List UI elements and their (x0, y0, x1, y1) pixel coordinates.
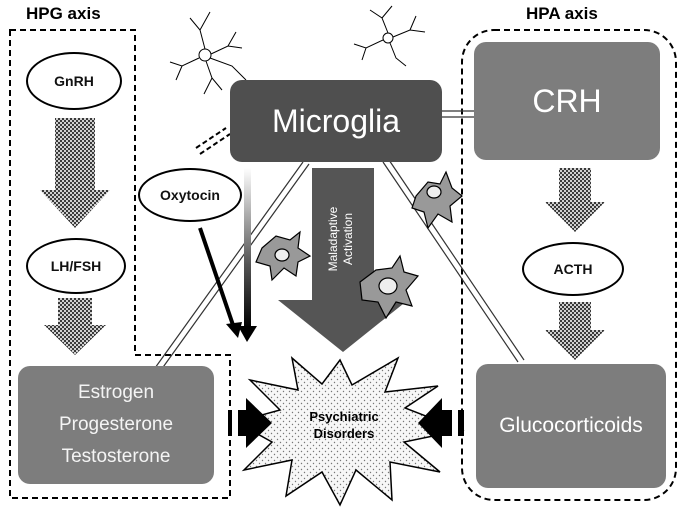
glucocorticoids-label: Glucocorticoids (499, 414, 643, 437)
microglia-cell-icon-2 (359, 254, 420, 320)
gradient-arrow-shaft (244, 168, 251, 328)
hormones-box: Estrogen Progesterone Testosterone (18, 366, 214, 484)
glucocorticoids-box: Glucocorticoids (476, 364, 666, 488)
oxytocin-break-lines (195, 127, 231, 155)
psychiatric-starburst (234, 356, 465, 507)
acth-oval: ACTH (522, 242, 624, 296)
maladaptive-arrow (278, 168, 408, 352)
hpg-axis-title: HPG axis (26, 4, 101, 23)
progesterone-label: Progesterone (58, 414, 174, 435)
microglia-label: Microglia (271, 102, 401, 139)
hpa-dashed-border (461, 29, 677, 501)
microglia-connector-lines (154, 110, 525, 371)
oxytocin-oval: Oxytocin (138, 168, 242, 222)
arrow-crh-acth (545, 168, 605, 232)
neuron-icon-left (169, 11, 247, 95)
crh-label: CRH (532, 82, 602, 119)
arrow-acth-gluco (545, 302, 605, 360)
neuron-icon-right (353, 5, 426, 67)
hpa-axis-title: HPA axis (526, 4, 598, 23)
oxytocin-arrow (198, 227, 236, 329)
right-black-arrow (418, 398, 464, 448)
microglia-cell-icon-3 (411, 170, 463, 230)
microglia-cell-icon-1 (255, 230, 312, 282)
arrow-gnrh-lhfsh (40, 118, 110, 228)
psychiatric-disorders-label: Psychiatric Disorders (309, 409, 379, 441)
left-black-arrow (228, 398, 272, 448)
gnrh-oval: GnRH (26, 52, 122, 110)
crh-box: CRH (474, 42, 660, 160)
maladaptive-activation-label: Maladaptive Activation (326, 206, 355, 272)
testosterone-label: Testosterone (61, 446, 171, 467)
estrogen-label: Estrogen (77, 382, 155, 403)
lhfsh-oval: LH/FSH (26, 238, 126, 294)
gradient-arrow-head (238, 326, 257, 342)
arrow-lhfsh-hormones (44, 298, 106, 355)
microglia-box: Microglia (230, 80, 442, 162)
hpg-dashed-border (9, 29, 231, 499)
